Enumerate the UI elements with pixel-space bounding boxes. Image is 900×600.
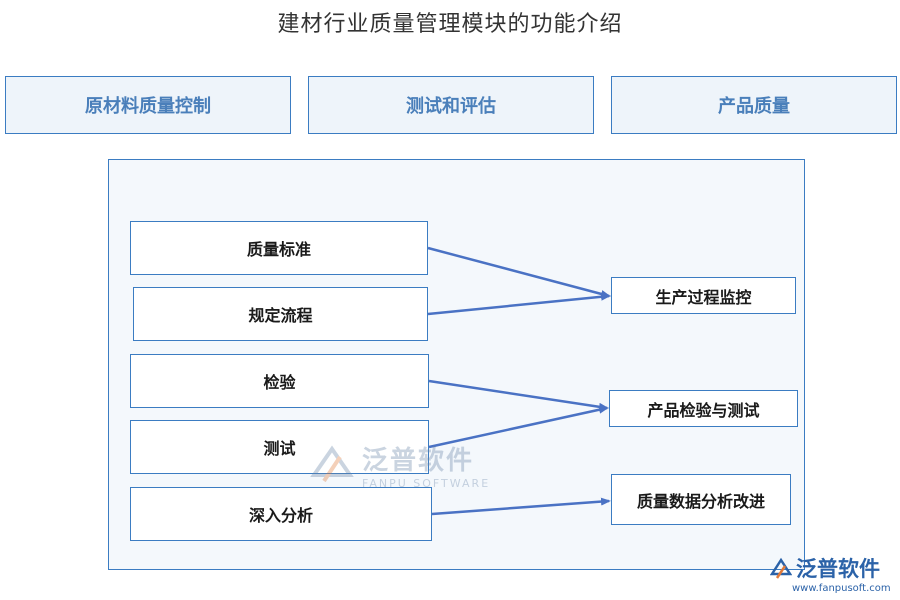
arrow-testing-to-product-testing [428,405,609,449]
watermark: 泛普软件 FANPU SOFTWARE [310,440,490,490]
top-box-testing: 测试和评估 [308,76,594,134]
watermark-logo-icon [310,445,354,483]
node-quality-data-analysis: 质量数据分析改进 [611,474,791,525]
arrow-inspection-to-product-testing [428,379,609,411]
page-title: 建材行业质量管理模块的功能介绍 [277,12,623,37]
top-box-product-quality: 产品质量 [611,76,897,134]
brand-logo: 泛普软件 www.fanpusoft.com [770,553,895,594]
watermark-subtext: FANPU SOFTWARE [362,477,491,490]
arrow-analysis-to-data-improvement [431,497,611,516]
node-process-monitoring: 生产过程监控 [611,277,796,314]
arrow-standard-to-monitoring [427,246,611,298]
node-procedure: 规定流程 [133,287,428,341]
node-testing: 测试 [130,420,429,474]
node-inspection: 检验 [130,354,429,408]
brand-logo-icon [770,557,792,579]
node-deep-analysis: 深入分析 [130,487,432,541]
brand-url: www.fanpusoft.com [792,583,891,594]
node-product-inspection-testing: 产品检验与测试 [609,390,798,427]
arrow-procedure-to-monitoring [427,292,611,316]
top-box-raw-material: 原材料质量控制 [5,76,291,134]
brand-name: 泛普软件 [796,557,880,581]
watermark-text: 泛普软件 [362,446,475,476]
node-quality-standard: 质量标准 [130,221,428,275]
